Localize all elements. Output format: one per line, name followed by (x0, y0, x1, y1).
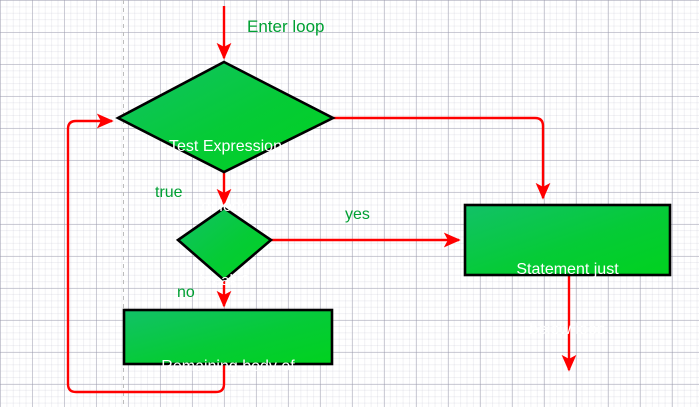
edge-label-enter-loop: Enter loop (247, 17, 325, 36)
edge-label-yes: yes (345, 206, 370, 223)
edge-label-no: no (177, 284, 195, 301)
node-test-expression[interactable] (115, 60, 336, 174)
node-remaining-body[interactable] (122, 308, 334, 366)
node-break-decision[interactable] (175, 206, 274, 282)
edge-label-true: true (155, 184, 183, 201)
node-statement-below[interactable] (463, 203, 672, 277)
edge-loop-back (66, 113, 226, 394)
edge-test-false (333, 116, 551, 200)
